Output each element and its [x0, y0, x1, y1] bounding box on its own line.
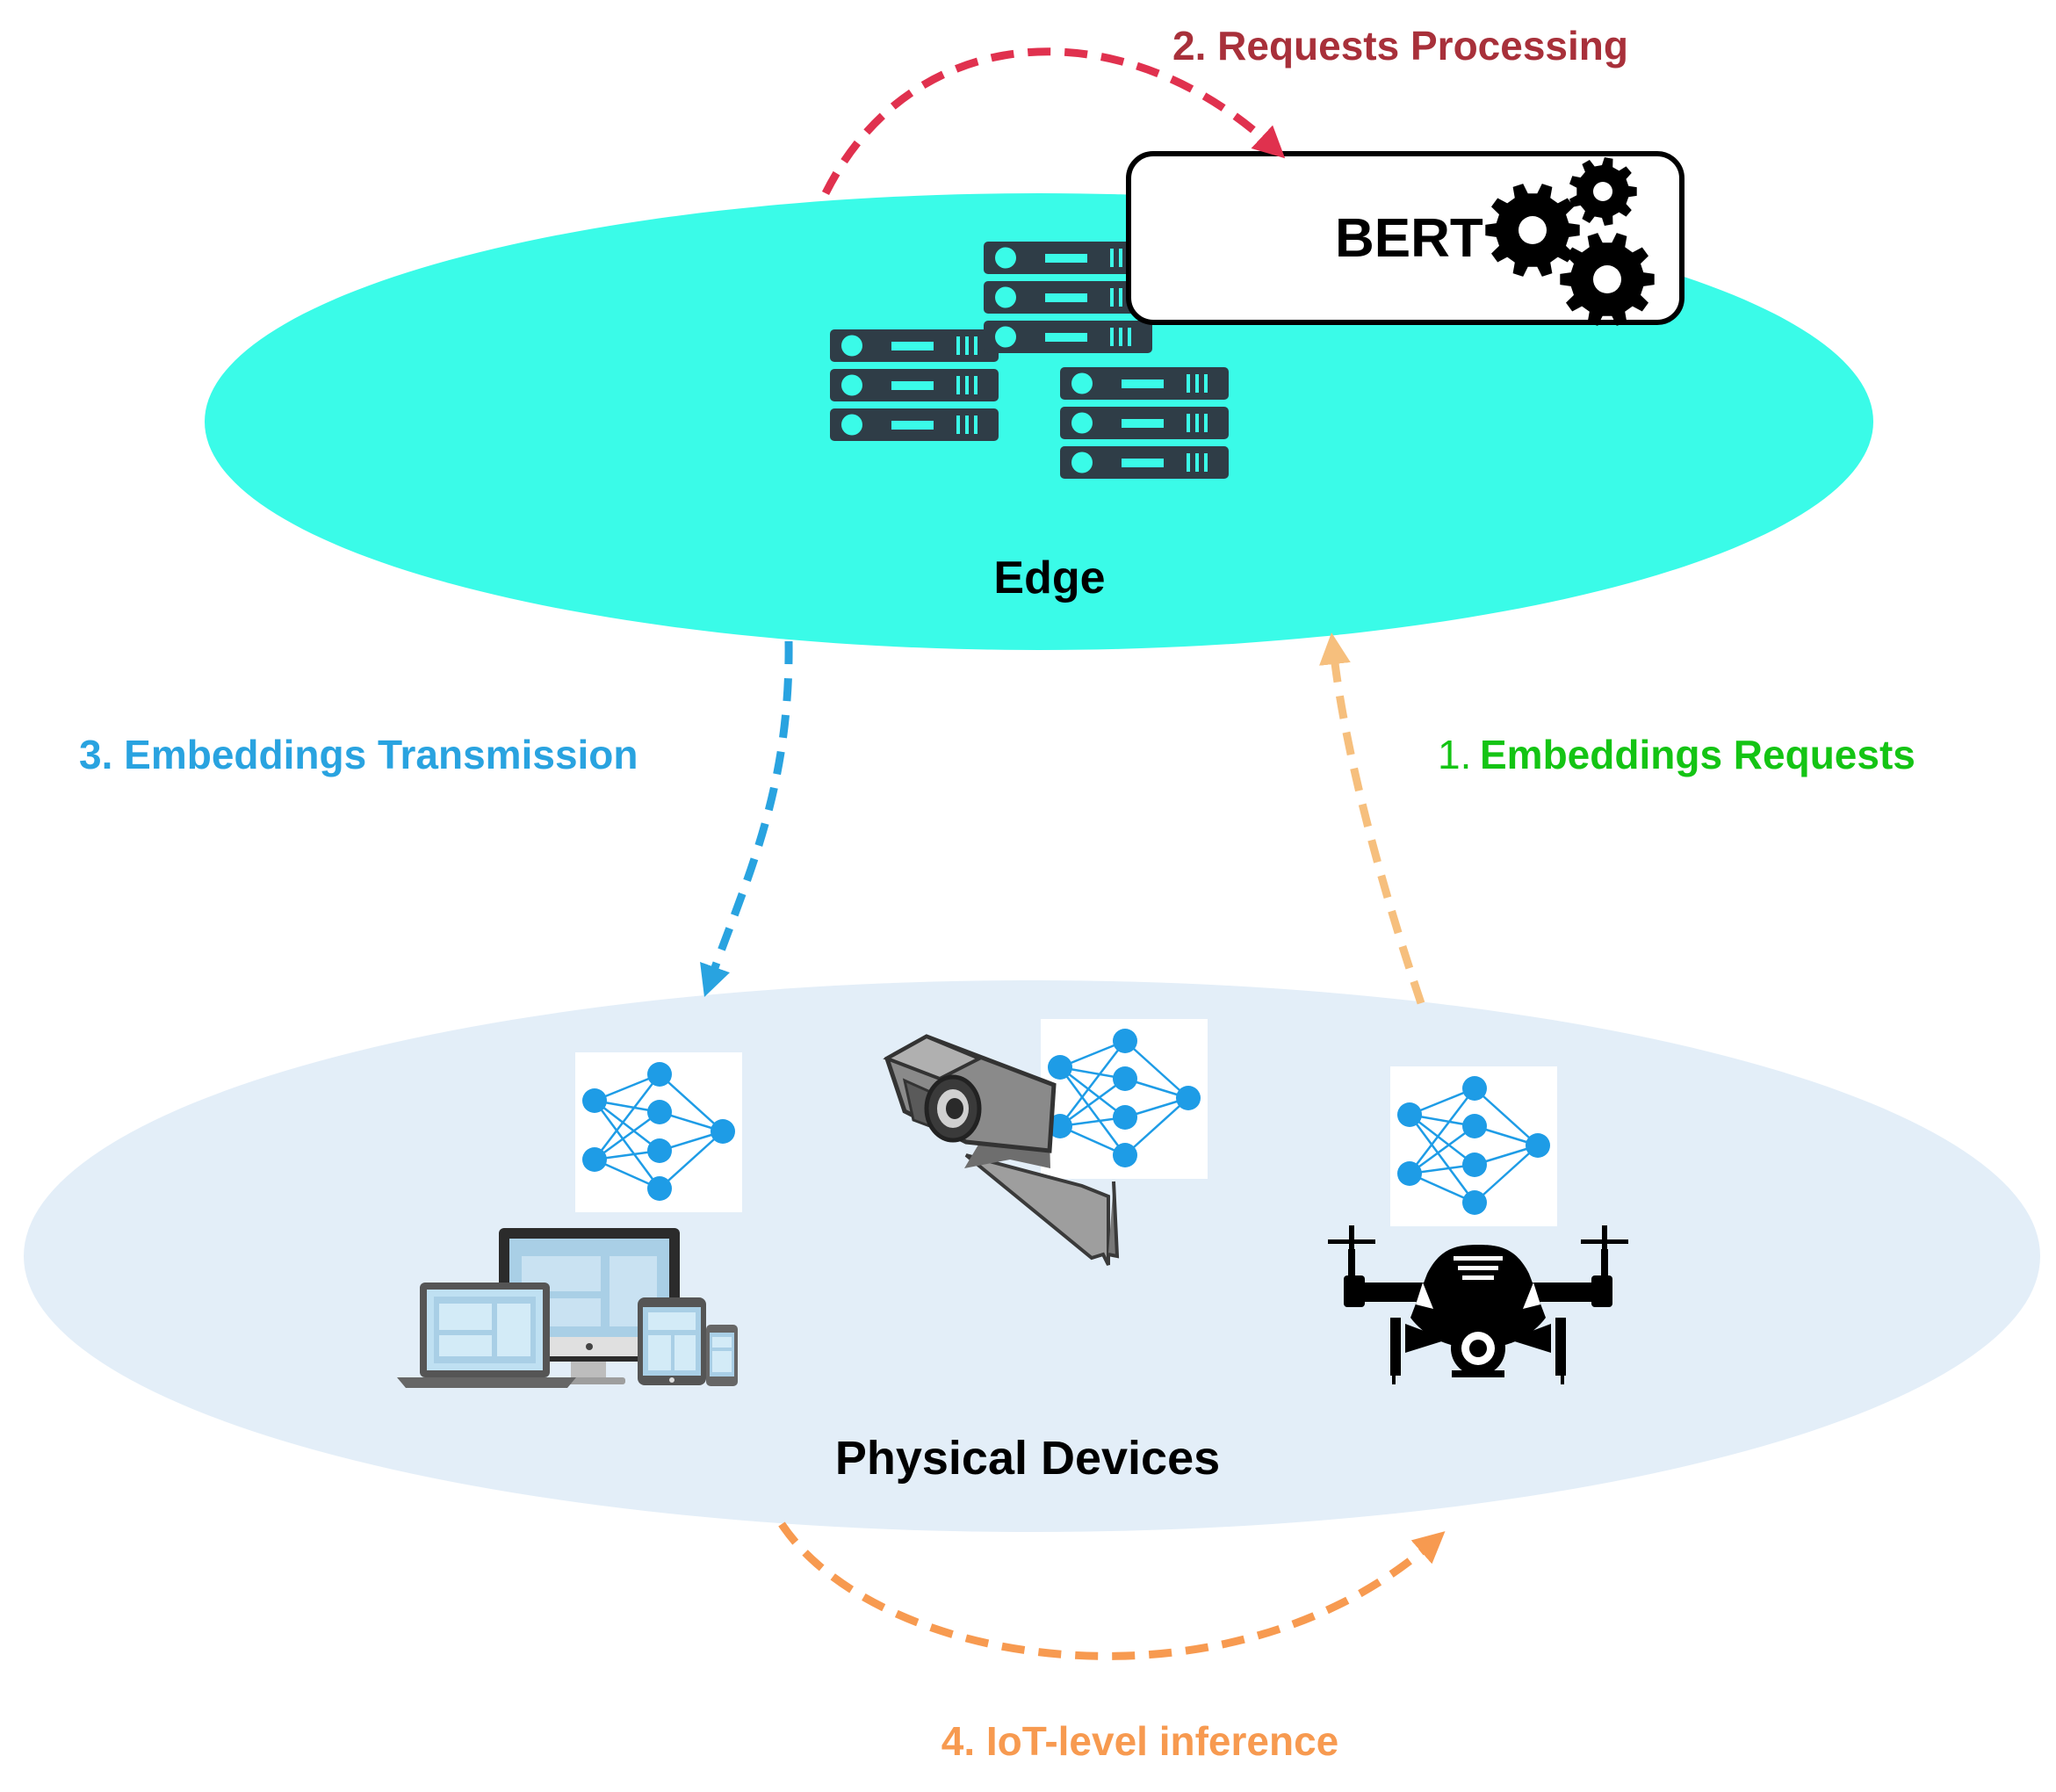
- devices-icon: [397, 1228, 738, 1388]
- neural-network-icon: [1039, 1017, 1209, 1181]
- neural-network-icon: [1389, 1065, 1559, 1228]
- security-camera-icon: [883, 1034, 1120, 1266]
- drone-icon: [1328, 1225, 1628, 1384]
- step-1-label: Embeddings Requests: [1480, 732, 1915, 777]
- step-3-label: 3. Embeddings Transmission: [79, 732, 638, 777]
- edge-label: Edge: [993, 553, 1105, 603]
- bert-model-box: BERT: [1126, 151, 1684, 326]
- iot-inference-arrow: [778, 1521, 1446, 1660]
- step-1-number: 1.: [1438, 732, 1471, 777]
- embeddings-requests-arrow: [1319, 632, 1425, 1005]
- neural-network-icon: [574, 1051, 744, 1214]
- embeddings-transmission-arrow: [700, 640, 793, 997]
- bert-label: BERT: [1335, 208, 1483, 269]
- gears-icon: [1485, 157, 1655, 326]
- physical-devices-label: Physical Devices: [835, 1432, 1220, 1485]
- requests-processing-arrow: [821, 47, 1286, 196]
- step-4-label: 4. IoT-level inference: [941, 1718, 1339, 1764]
- step-2-label: 2. Requests Processing: [1172, 23, 1628, 69]
